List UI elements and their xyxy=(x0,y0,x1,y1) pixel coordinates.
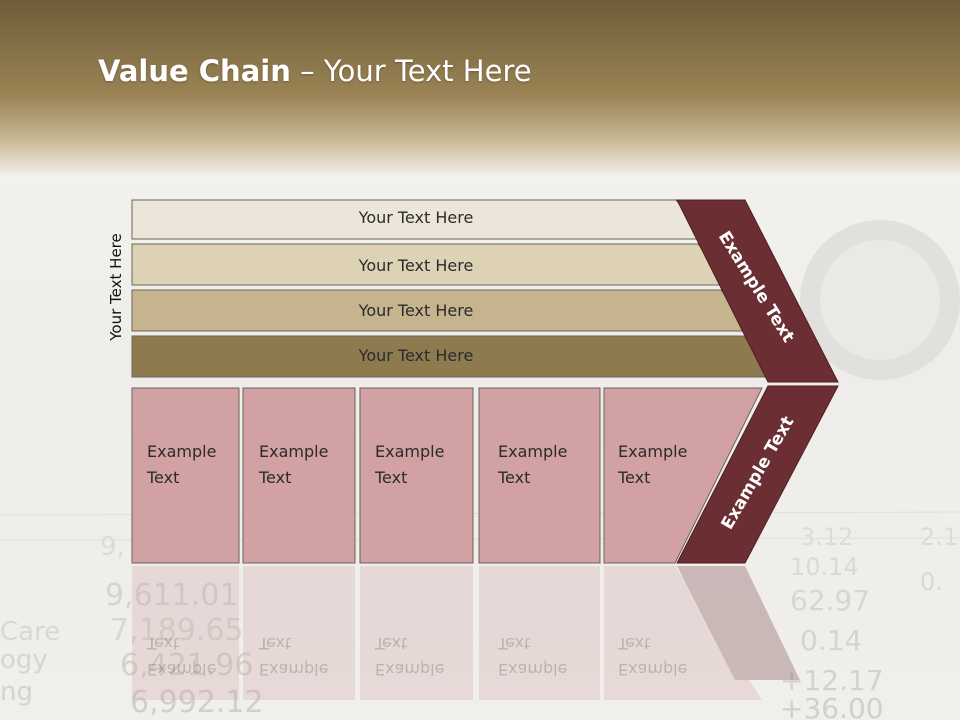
primary-box xyxy=(478,387,601,564)
svg-text:9,611.01: 9,611.01 xyxy=(105,578,239,613)
primary-box xyxy=(242,387,356,564)
primary-box-reflection xyxy=(360,566,473,700)
svg-text:7,189.65: 7,189.65 xyxy=(110,613,244,648)
reflection-text: Example Text xyxy=(259,634,329,679)
arrow-lower-band xyxy=(676,385,839,564)
title-bold: Value Chain xyxy=(98,54,291,88)
primary-box-reflection xyxy=(243,566,355,700)
support-row-label: Your Text Here xyxy=(358,208,474,227)
primary-box-reflection xyxy=(132,566,239,700)
slide-title: Value Chain – Your Text Here xyxy=(98,54,532,88)
support-row-label: Your Text Here xyxy=(358,301,474,320)
svg-text:Care: Care xyxy=(0,617,60,647)
svg-text:+12.17: +12.17 xyxy=(780,664,884,697)
reflection-text: Example Text xyxy=(618,634,688,679)
svg-text:6,421.96: 6,421.96 xyxy=(120,648,254,683)
primary-box-label: Example Text xyxy=(147,442,217,487)
primary-box-label: Example Text xyxy=(375,442,445,487)
svg-text:10.14: 10.14 xyxy=(790,553,859,581)
svg-text:ng: ng xyxy=(0,677,33,707)
svg-text:2.1: 2.1 xyxy=(920,523,958,551)
svg-text:62.97: 62.97 xyxy=(790,584,870,617)
svg-text:0.14: 0.14 xyxy=(800,624,862,657)
primary-box-label: Example Text xyxy=(259,442,329,487)
value-chain-arrow xyxy=(676,199,839,564)
reflection-text: Example Text xyxy=(498,634,568,679)
reflection-text: Example Text xyxy=(375,634,445,679)
svg-text:6,992.12: 6,992.12 xyxy=(130,685,264,720)
primary-box xyxy=(359,387,474,564)
title-rest: – Your Text Here xyxy=(290,54,532,88)
primary-box-reflection xyxy=(479,566,600,700)
arrow-reflection xyxy=(677,566,800,680)
svg-text:ogy: ogy xyxy=(0,645,48,675)
svg-text:9,: 9, xyxy=(100,532,125,562)
reflection-text: Example Text xyxy=(147,634,217,679)
primary-box xyxy=(603,387,763,564)
support-row-label: Your Text Here xyxy=(358,346,474,365)
arrow-upper-band xyxy=(676,199,839,383)
reflection xyxy=(132,566,800,700)
svg-text:+36.00: +36.00 xyxy=(780,692,884,720)
primary-box xyxy=(131,387,240,564)
primary-box-label: Example Text xyxy=(498,442,568,487)
side-label: Your Text Here xyxy=(107,233,125,341)
primary-boxes xyxy=(131,387,763,564)
svg-text:3.12: 3.12 xyxy=(800,523,853,551)
primary-box-reflection xyxy=(604,566,762,700)
svg-text:0.: 0. xyxy=(920,568,943,596)
support-row-label: Your Text Here xyxy=(358,256,474,275)
primary-box-label: Example Text xyxy=(618,442,688,487)
